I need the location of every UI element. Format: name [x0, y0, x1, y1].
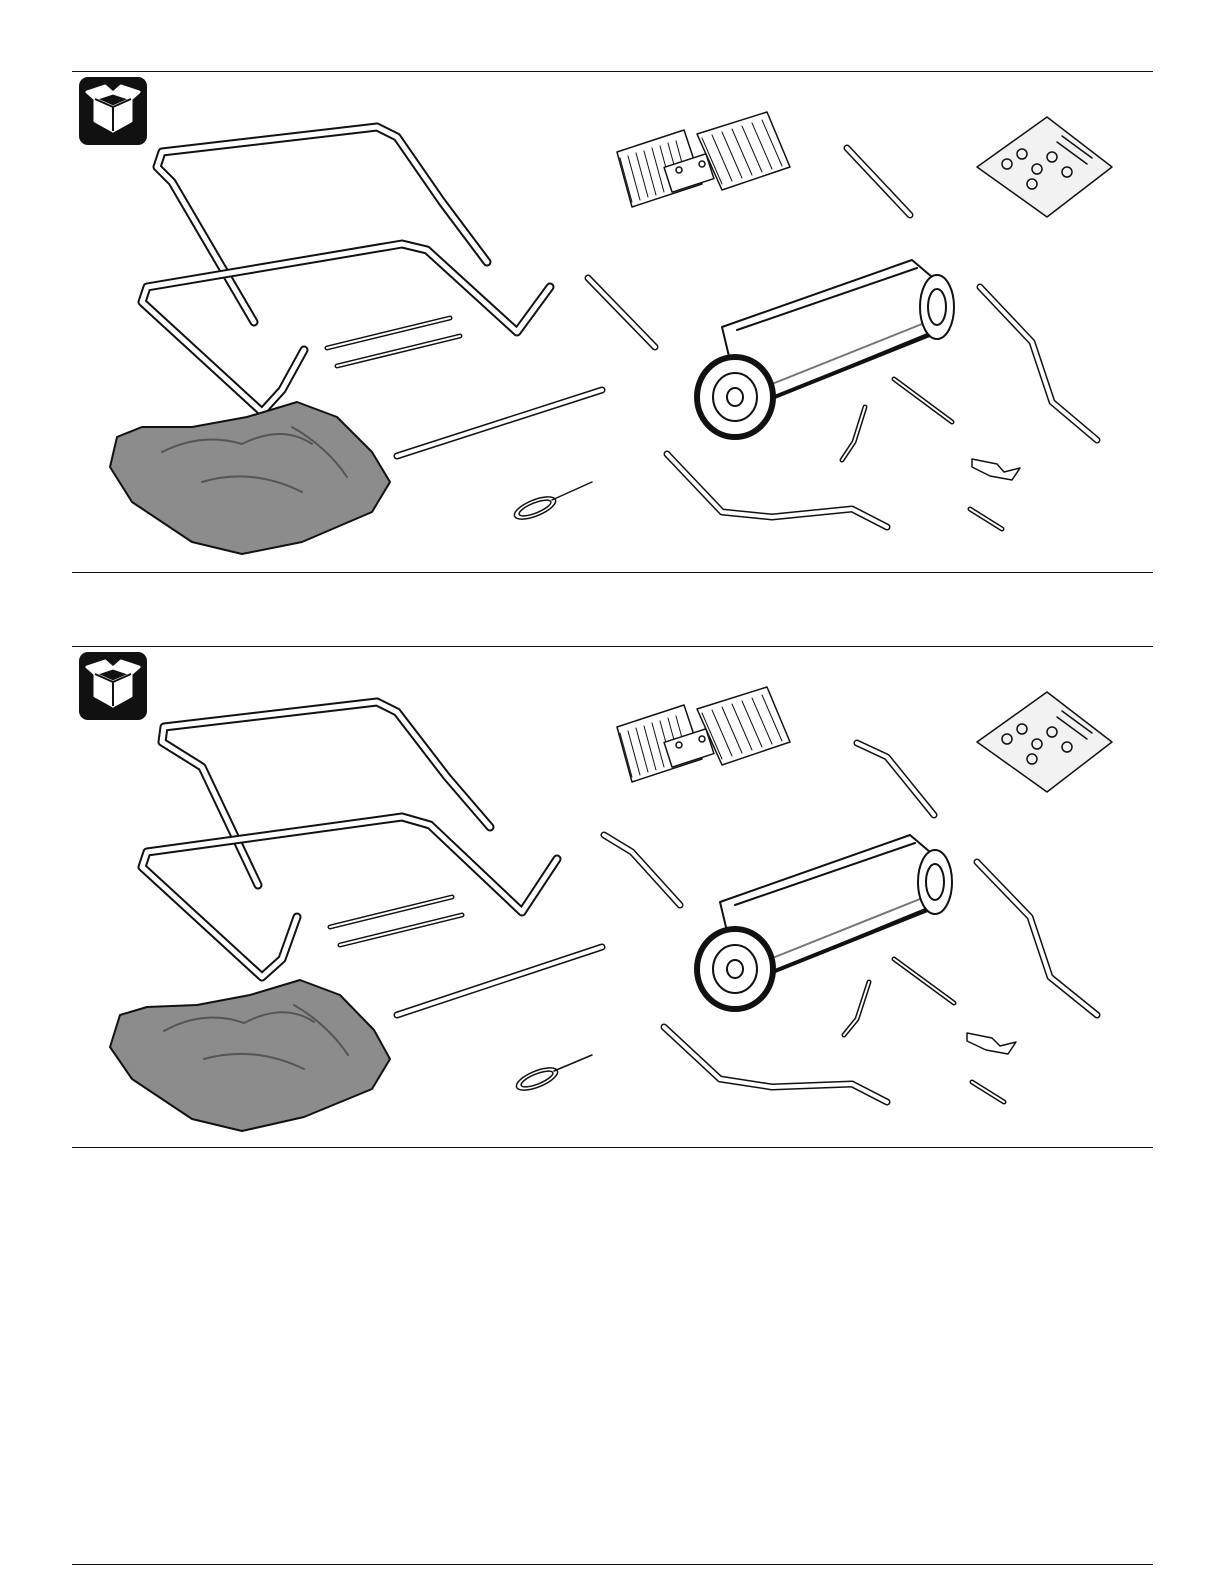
brush-assembly [617, 112, 790, 207]
pull-cord [514, 1055, 592, 1095]
hopper-with-wheels [697, 835, 952, 1009]
hardware-bag [977, 692, 1112, 792]
parts-illustration-panel-2 [72, 647, 1153, 1147]
hopper-with-wheels [697, 260, 954, 437]
page-footer-rule [72, 1564, 1153, 1565]
cross-rods [330, 897, 462, 945]
handle-frame-upper-inner [157, 127, 487, 322]
hitch-bracket [844, 982, 869, 1035]
handle-frame-lower [142, 244, 550, 412]
bottom-rule-panel-1 [72, 572, 1153, 573]
parts-illustration-panel-1 [72, 72, 1153, 572]
clip [967, 1033, 1016, 1054]
handle-frame-upper [162, 702, 490, 885]
handle-frame-upper [157, 127, 487, 322]
pull-cord [512, 482, 592, 524]
contents-panel-1 [72, 72, 1153, 572]
contents-panel-2 [72, 647, 1153, 1147]
hardware-bag [977, 117, 1112, 217]
grass-bag [110, 402, 390, 554]
grass-bag [110, 980, 390, 1131]
short-tube [857, 743, 934, 815]
cross-rods [327, 318, 460, 366]
bottom-rule-panel-2 [72, 1147, 1153, 1148]
clip [972, 459, 1020, 480]
tow-bar [664, 1027, 887, 1102]
handle-frame-lower [142, 817, 557, 977]
brush-assembly [617, 687, 790, 782]
